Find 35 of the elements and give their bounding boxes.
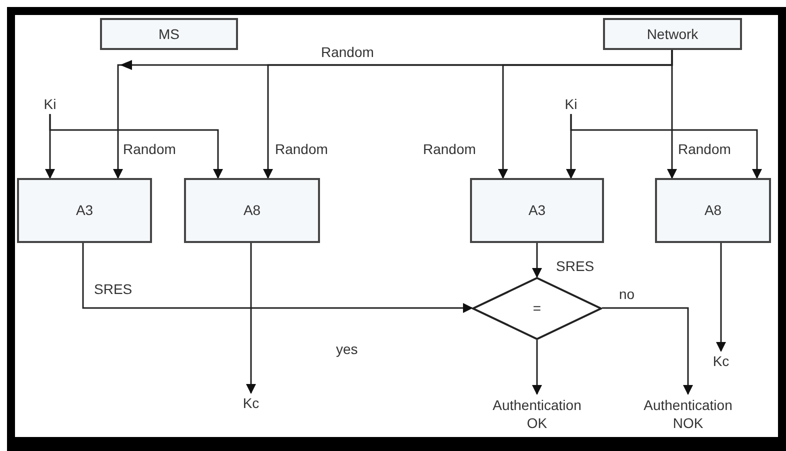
signal-label: Kc (242, 394, 260, 412)
arrow (667, 50, 677, 179)
node-label: A8 (243, 201, 261, 220)
edge-label: SRES (555, 258, 596, 274)
edge-label: Random (122, 141, 177, 157)
process-box (655, 178, 771, 243)
edge-label: Random (422, 141, 477, 157)
process-box (470, 178, 604, 243)
node-label: A3 (528, 201, 546, 220)
arrow (532, 340, 542, 395)
process-box (100, 18, 238, 50)
arrow (49, 114, 223, 179)
node-label: = (532, 299, 542, 318)
signal-label: Kc (712, 352, 730, 370)
process-box (603, 18, 742, 50)
edge-label: SRES (93, 281, 134, 297)
node-label: A3 (76, 201, 94, 220)
signal-label: Random (320, 44, 375, 60)
arrow (246, 243, 256, 394)
arrow (570, 114, 762, 179)
process-box (184, 178, 320, 243)
edge-label: Random (677, 141, 732, 157)
node-label: MS (158, 24, 180, 44)
arrow (532, 243, 542, 278)
signal-label: Ki (44, 95, 56, 113)
process-box (17, 178, 152, 243)
edge-label: Random (274, 141, 329, 157)
node-label: A8 (704, 201, 722, 220)
signal-label: Ki (564, 95, 578, 113)
arrow (716, 243, 726, 352)
signal-label: Authentication OK (492, 396, 582, 432)
node-label: Network (646, 24, 698, 44)
arrow (602, 307, 693, 395)
signal-label: Authentication NOK (642, 396, 734, 432)
arrow (82, 243, 473, 313)
